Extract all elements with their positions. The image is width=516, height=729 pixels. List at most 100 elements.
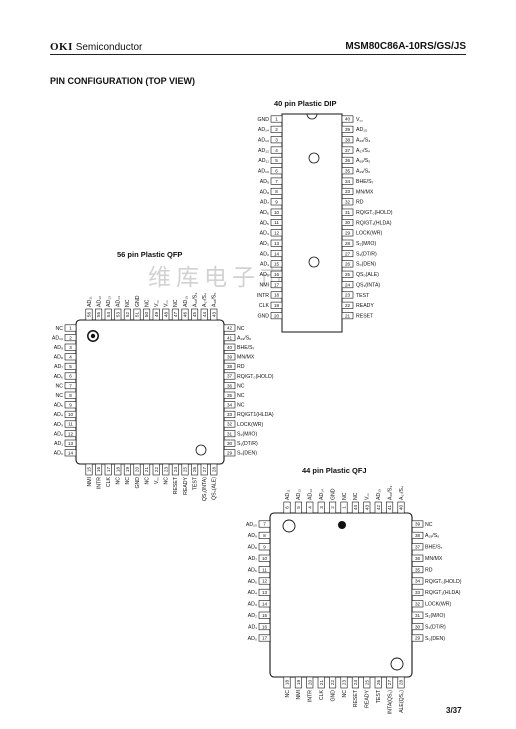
dip-pin-box: [341, 146, 354, 154]
brand: OKI Semiconductor: [50, 41, 142, 53]
qfp-pin-number: 31: [227, 431, 233, 436]
dip-pin-box: [270, 312, 283, 320]
qfp-pin-box: [223, 353, 236, 361]
qfj-pin-number: 23: [342, 680, 347, 686]
dip-pin-number: 34: [345, 179, 351, 184]
qfp-pin-box: [210, 308, 218, 321]
qfp-pin-signal: A₁₈/S₅: [212, 293, 218, 307]
qfj-pin-box: [306, 501, 314, 514]
dip-pin-box: [270, 250, 283, 258]
qfp-pin-box: [64, 439, 77, 447]
qfp-pin-box: [104, 463, 112, 476]
qfj-pin-signal: S₂(M/IO): [425, 613, 445, 619]
qfp-pin-box: [114, 463, 122, 476]
qfj-pin-number: 2: [330, 506, 335, 509]
qfp-pin-signal: AD₈: [54, 355, 63, 361]
dip-pin-box: [341, 177, 354, 185]
dip-pin-number: 10: [274, 210, 280, 215]
qfp-pin-box: [64, 324, 77, 332]
qfp-pin-number: 18: [115, 467, 120, 473]
qfj-pin-box: [374, 501, 382, 514]
dip-pin-signal: QS₁(INTA): [356, 282, 380, 288]
dip-pin-box: [270, 291, 283, 299]
qfp-pin-signal: GND: [135, 477, 141, 489]
qfj-pin-number: 44: [353, 505, 358, 511]
qfp-pin-box: [64, 382, 77, 390]
qfj-pin-signal: AD₁₄: [319, 489, 325, 500]
qfp-pin-number: 27: [202, 467, 207, 473]
qfj-pin-number: 24: [353, 680, 358, 686]
qfp-pin-box: [200, 308, 208, 321]
dip-pin-signal: A₁₈/S₅: [356, 158, 370, 164]
qfj-pin-number: 32: [415, 602, 421, 607]
dip-pin-number: 17: [274, 282, 280, 287]
dip-pin-number: 23: [345, 293, 351, 298]
qfp-pin-number: 38: [227, 364, 233, 369]
qfj-pin-signal: AD₈: [248, 545, 257, 551]
qfj-pin-box: [351, 501, 359, 514]
qfp-pin-signal: RESET: [173, 476, 179, 494]
qfp-pin-box: [64, 449, 77, 457]
qfj-pin-signal: S₁(DT/R): [425, 624, 446, 630]
dip-pin-number: 28: [345, 241, 351, 246]
qfj-pin-box: [411, 543, 424, 551]
qfp-pin-number: 26: [192, 467, 197, 473]
qfp-index-dot: [90, 333, 96, 339]
qfp-pin-signal: RD: [237, 364, 245, 370]
qfj-pin-box: [340, 501, 348, 514]
dip-pin-signal: AD₆: [260, 210, 269, 216]
qfp-pin-signal: AD₄: [54, 412, 63, 418]
qfp-pin-signal: S₁(DT/R): [237, 441, 258, 447]
qfj-pin-number: 17: [262, 636, 268, 641]
qfp-pin-number: 13: [68, 441, 74, 446]
qfp-pin-box: [223, 324, 236, 332]
qfp-pin-signal: QS₀(ALE): [212, 477, 218, 500]
dip-pin-signal: RQ/GT₀(HOLD): [356, 210, 393, 216]
dip-pin-signal: AD₄: [260, 231, 269, 237]
qfp-pin-box: [191, 463, 199, 476]
dip-pin-signal: GND: [257, 117, 269, 123]
dip-pin-signal: AD₃: [260, 241, 269, 247]
dip-pin-number: 33: [345, 189, 351, 194]
qfj-pin-signal: RQ/GT₁(HLDA): [425, 590, 461, 596]
dip-pin-number: 9: [275, 200, 278, 205]
qfj-pin-signal: AD₁: [248, 624, 257, 630]
dip-pin-signal: GND: [257, 313, 269, 319]
qfp-pin-number: 43: [211, 312, 216, 318]
qfp-pin-signal: AD₃: [54, 422, 63, 428]
qfp-pin-number: 33: [227, 412, 233, 417]
qfj-title: 44 pin Plastic QFJ: [302, 466, 367, 475]
dip-pin-signal: AD₂: [260, 251, 269, 257]
qfp-pin-signal: AD₀: [54, 451, 63, 457]
qfp-pin-box: [64, 334, 77, 342]
qfj-pin-box: [258, 588, 271, 596]
qfj-pin-signal: AD₃: [248, 602, 257, 608]
qfp-pin-box: [223, 372, 236, 380]
dip-pin-signal: AD₉: [260, 179, 269, 185]
qfj-pin-box: [258, 623, 271, 631]
qfp-pin-number: 34: [227, 403, 233, 408]
dip-pin-signal: AD₁₄: [258, 127, 269, 133]
qfj-pin-signal: AD₁₃: [308, 489, 314, 500]
qfp-pin-number: 30: [227, 441, 233, 446]
qfj-pin-number: 1: [342, 506, 347, 509]
dip-pin-box: [341, 270, 354, 278]
qfp-pin-box: [223, 420, 236, 428]
qfj-pin-signal: NC: [353, 492, 359, 500]
dip-pin-number: 31: [345, 210, 351, 215]
dip-pin-number: 35: [345, 168, 351, 173]
qfj-pin-box: [363, 676, 371, 689]
qfj-pin-box: [258, 543, 271, 551]
dip-pin-box: [270, 136, 283, 144]
qfj-pin-box: [411, 566, 424, 574]
page-number: 3/37: [446, 706, 462, 715]
dip-pin-signal: V꜀꜀: [356, 117, 363, 123]
qfj-pin-signal: TEST: [376, 689, 382, 703]
qfp-pin-box: [95, 463, 103, 476]
qfj-pin-box: [363, 501, 371, 514]
dip-pin-signal: AD₁₃: [258, 138, 269, 144]
dip-pin-number: 13: [274, 241, 280, 246]
dip-pin-box: [341, 312, 354, 320]
dip-pin-box: [341, 250, 354, 258]
